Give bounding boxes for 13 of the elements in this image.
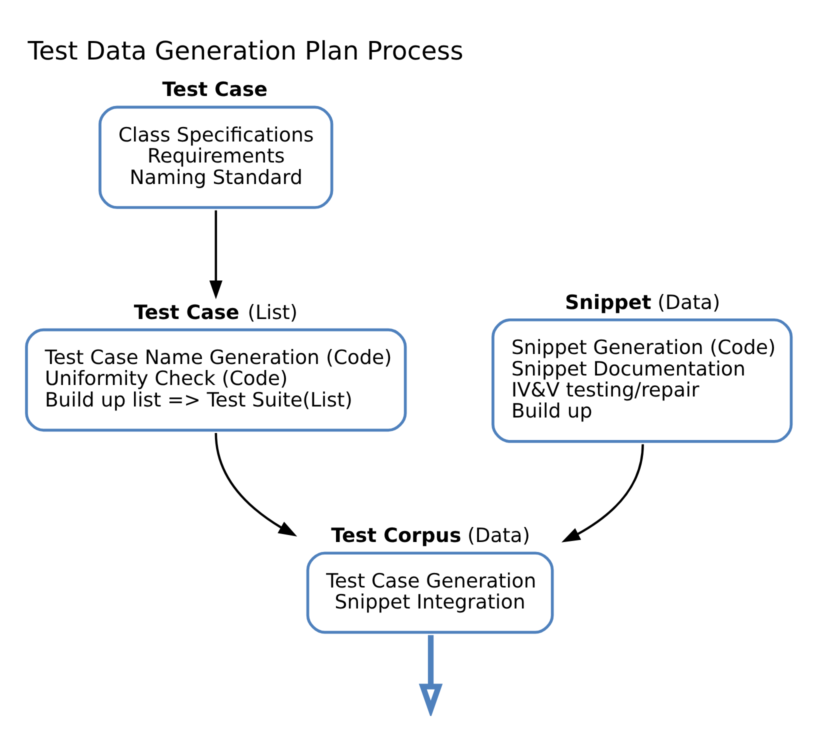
arrow [214, 432, 298, 537]
arrow [418, 635, 443, 716]
diagram-title: Test Data Generation Plan Process [28, 36, 464, 66]
node-label: Test Case [162, 78, 268, 102]
arrow [209, 210, 222, 300]
node-label: Test Case (List) [134, 300, 298, 324]
node-box: Class Specifications Requirements Naming Standard [98, 106, 334, 209]
node-box: Test Case Name Generation (Code) Uniformity Check (Code) Build up list => Test Suite(List) [25, 328, 407, 432]
node-box: Snippet Generation (Code) Snippet Documentation IV&V testing/repair Build up [492, 318, 793, 443]
node-label: Test Corpus (Data) [331, 524, 530, 548]
arrow [561, 444, 644, 542]
node-label: Snippet (Data) [565, 290, 720, 314]
node-box: Test Case Generation Snippet Integration [306, 552, 554, 634]
